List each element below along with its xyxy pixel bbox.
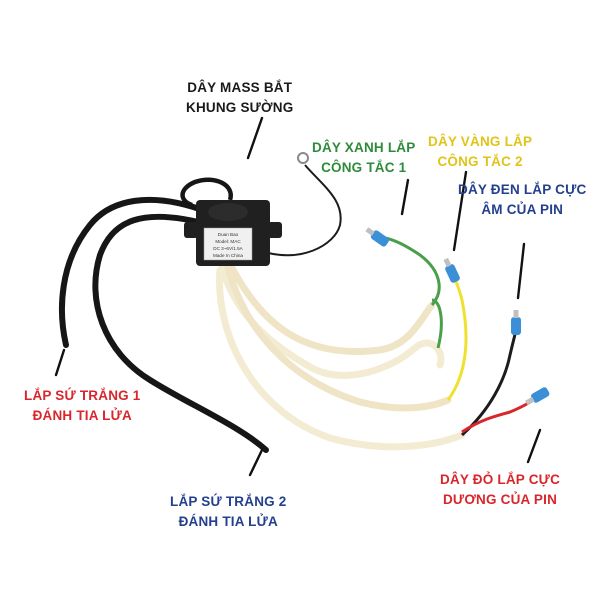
ignition-module: Duan Bao Model: MAC DC 3~6V/1.5A Made In… (184, 200, 282, 266)
label-green-wire: DÂY XANH LẮP CÔNG TẮC 1 (312, 138, 415, 178)
hv-lead-2 (92, 213, 269, 453)
arrow-black (516, 242, 526, 300)
label-porcelain-1-line2: ĐÁNH TIA LỬA (32, 408, 132, 423)
label-porcelain-2-line1: LẮP SỨ TRẮNG 2 (170, 494, 287, 509)
red-wire (461, 399, 533, 434)
label-yellow-wire: DÂY VÀNG LẮP CÔNG TẮC 2 (428, 132, 532, 172)
label-porcelain-1: LẮP SỨ TRẮNG 1 ĐÁNH TIA LỬA (24, 386, 141, 426)
label-red-wire-line1: DÂY ĐỎ LẮP CỰC (440, 472, 561, 487)
label-red-wire-line2: DƯƠNG CỦA PIN (442, 492, 558, 507)
arrow-green (400, 178, 410, 216)
green-wire (384, 236, 441, 306)
arrow-yellow (452, 170, 468, 252)
terminal-yellow (443, 257, 460, 283)
label-yellow-wire-line2: CÔNG TẮC 2 (437, 154, 523, 169)
terminal-red (525, 387, 550, 406)
terminal-green (365, 227, 389, 247)
hv-lead-1 (59, 196, 211, 348)
label-ground-wire-line1: DÂY MASS BẮT (187, 80, 293, 95)
ground-wire (257, 164, 342, 257)
module-top-lead (180, 177, 233, 208)
label-black-wire-line2: ÂM CỦA PIN (481, 202, 564, 217)
arrow-porcelain-1 (54, 348, 66, 377)
module-brand: Duan Bao (218, 232, 239, 237)
ground-ring-terminal (297, 152, 309, 164)
arrow-porcelain-2 (248, 448, 264, 477)
module-origin: Made In China (213, 253, 243, 258)
label-green-wire-line2: CÔNG TẮC 1 (321, 160, 407, 175)
label-porcelain-2-line2: ĐÁNH TIA LỬA (178, 514, 278, 529)
black-wire (461, 329, 518, 437)
terminal-black (511, 310, 521, 335)
label-porcelain-1-line1: LẮP SỨ TRẮNG 1 (24, 388, 141, 403)
arrow-ground (246, 116, 264, 160)
label-black-wire-line1: DÂY ĐEN LẮP CỰC (458, 182, 587, 197)
white-wire-4 (228, 264, 436, 355)
white-wire-2 (224, 264, 452, 412)
label-ground-wire: DÂY MASS BẮT KHUNG SƯỜNG (186, 78, 293, 118)
green-wire-tail (431, 298, 443, 349)
yellow-wire (446, 273, 468, 401)
label-green-wire-line1: DÂY XANH LẮP (312, 140, 416, 155)
module-model: Model: MAC (215, 239, 241, 244)
label-ground-wire-line2: KHUNG SƯỜNG (186, 100, 294, 115)
label-red-wire: DÂY ĐỎ LẮP CỰC DƯƠNG CỦA PIN (440, 470, 560, 510)
arrow-red (526, 428, 542, 464)
label-black-wire: DÂY ĐEN LẮP CỰC ÂM CỦA PIN (458, 180, 586, 220)
label-porcelain-2: LẮP SỨ TRẮNG 2 ĐÁNH TIA LỬA (170, 492, 287, 532)
label-yellow-wire-line1: DÂY VÀNG LẮP (428, 134, 533, 149)
module-spec: DC 3~6V/1.5A (213, 246, 243, 251)
white-wire-3 (216, 266, 466, 451)
